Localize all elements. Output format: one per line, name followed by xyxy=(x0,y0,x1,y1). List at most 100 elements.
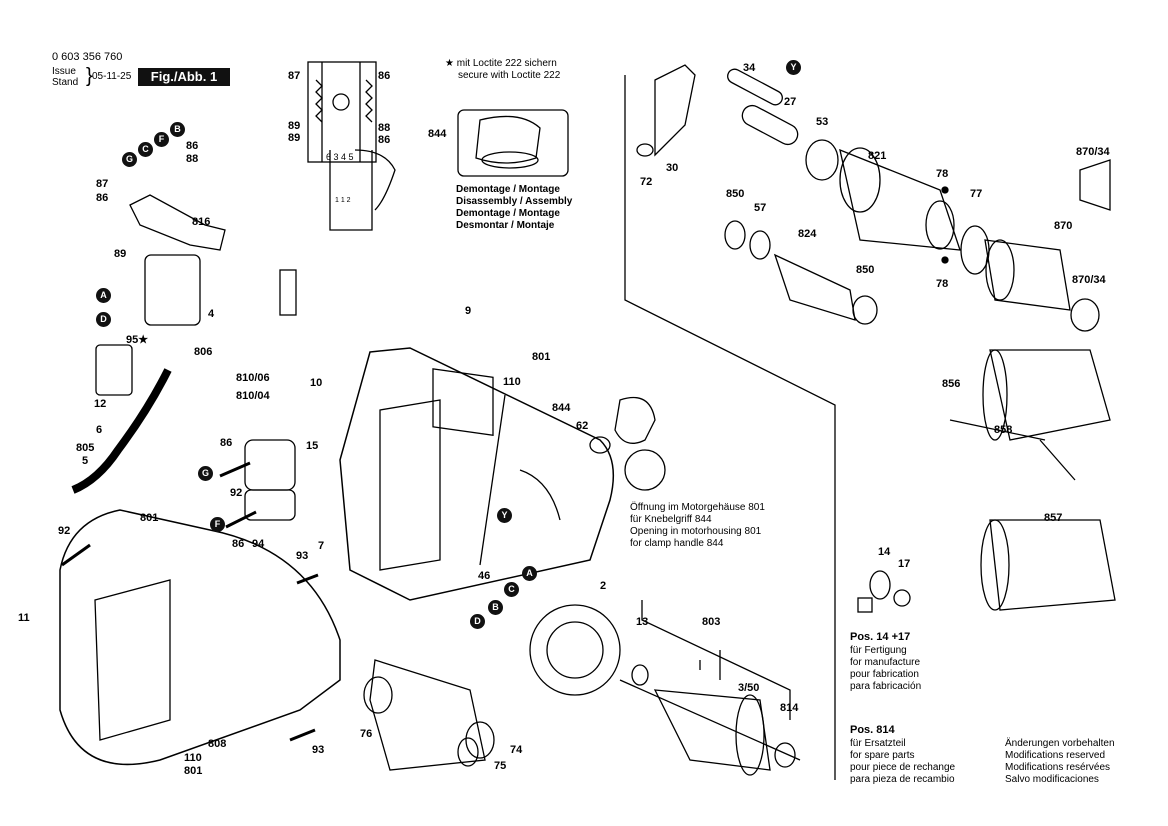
part-label: 53 xyxy=(816,116,829,128)
part-label: 78 xyxy=(936,168,949,180)
part-label: 3/50 xyxy=(738,682,760,694)
part-label: 86 xyxy=(232,538,245,550)
figure-title: Fig./Abb. 1 xyxy=(138,68,230,86)
gear-821 xyxy=(839,148,961,251)
assembly-note-4: Desmontar / Montaje xyxy=(456,220,555,231)
part-label: 15 xyxy=(306,440,319,452)
part-label: 5 xyxy=(82,455,89,467)
part-label: 72 xyxy=(640,176,653,188)
wire-badge: C xyxy=(138,142,153,157)
part-label: 850 xyxy=(726,188,745,200)
chuck-856 xyxy=(989,349,1111,441)
part-label: 76 xyxy=(360,728,373,740)
part-label: 87 xyxy=(96,178,109,190)
motorhousing-note-3: Opening in motorhousing 801 xyxy=(630,526,762,537)
pos-814-title: Pos. 814 xyxy=(850,724,895,736)
part-label: 87 xyxy=(288,70,301,82)
wire-badge: F xyxy=(210,517,225,532)
part-number: 0 603 356 760 xyxy=(52,51,123,63)
ring-77 xyxy=(960,225,990,275)
part-label: 858 xyxy=(994,424,1013,436)
part-label: 870/34 xyxy=(1076,146,1110,158)
chuck-870 xyxy=(984,239,1071,311)
loctite-note-de: ★ mit Loctite 222 sichern xyxy=(445,58,557,69)
part-label: 4 xyxy=(208,308,215,320)
wire-badge: Y xyxy=(497,508,512,523)
gear-824 xyxy=(773,253,856,321)
part-label: 92 xyxy=(58,525,71,537)
motor-housing xyxy=(339,347,615,601)
part-label: 808 xyxy=(208,738,227,750)
part-label: 93 xyxy=(312,744,325,756)
wire-badge: G xyxy=(122,152,137,167)
loctite-note-en: secure with Loctite 222 xyxy=(458,70,561,81)
part-label: 12 xyxy=(94,398,107,410)
part-label: 803 xyxy=(702,616,721,628)
part-label: 824 xyxy=(798,228,817,240)
motorhousing-note-2: für Knebelgriff 844 xyxy=(630,514,712,525)
pos-14-17-line2: for manufacture xyxy=(850,657,921,668)
modifications-en: Modifications reserved xyxy=(1005,750,1106,761)
part-label: 810/06 xyxy=(236,372,270,384)
part-label: 74 xyxy=(510,744,523,756)
part-label: 806 xyxy=(194,346,213,358)
wire-badge: F xyxy=(154,132,169,147)
pos-14-17-line4: para fabricación xyxy=(850,681,922,692)
motorhousing-note-4: for clamp handle 844 xyxy=(630,538,724,549)
wire-badge: B xyxy=(488,600,503,615)
chuck-857 xyxy=(989,519,1116,611)
wire-badge: Y xyxy=(786,60,801,75)
motorhousing-note-1: Öffnung im Motorgehäuse 801 xyxy=(630,502,765,513)
issue-date: 05-11-25 xyxy=(92,71,132,82)
part-label: 89 xyxy=(114,248,127,260)
part-label: 844 xyxy=(552,402,571,414)
schematic-switch-terminals: 1 1 2 xyxy=(335,197,351,204)
wire-badge: A xyxy=(96,288,111,303)
pos-814-line2: for spare parts xyxy=(850,750,915,761)
shaft-27 xyxy=(741,104,799,146)
pos-14-17-title: Pos. 14 +17 xyxy=(850,631,911,643)
part-label: 86 xyxy=(96,192,109,204)
brace-glyph: } xyxy=(86,65,93,87)
schematic-box xyxy=(307,61,377,163)
part-label: 870 xyxy=(1054,220,1073,232)
pos-814-line1: für Ersatzteil xyxy=(850,738,906,749)
gasket xyxy=(369,659,486,771)
part-870-34 xyxy=(1079,159,1111,211)
part-label: 857 xyxy=(1044,512,1063,524)
wire-badge: A xyxy=(522,566,537,581)
part-label: 86 xyxy=(378,134,391,146)
part-label: 17 xyxy=(898,558,911,570)
schematic-terminals: 6 3 4 5 xyxy=(326,152,354,162)
wire-badge: B xyxy=(170,122,185,137)
part-label: 89 xyxy=(288,120,301,132)
brush-holder-upper xyxy=(244,439,296,491)
nameplate xyxy=(432,368,494,437)
part-label: 86 xyxy=(378,70,391,82)
bearing-53 xyxy=(805,139,839,181)
part-label: 62 xyxy=(576,420,589,432)
part-label: 86 xyxy=(186,140,199,152)
part-label: 86 xyxy=(220,437,233,449)
tool-box xyxy=(457,109,569,177)
handle-housing xyxy=(59,509,341,766)
part-label: 57 xyxy=(754,202,767,214)
modifications-es: Salvo modificaciones xyxy=(1005,774,1099,785)
part-label: 6 xyxy=(96,424,103,436)
part-label: 75 xyxy=(494,760,507,772)
part-label: 94 xyxy=(252,538,265,550)
part-label: 801 xyxy=(184,765,203,777)
bracket-30 xyxy=(654,64,696,157)
part-label: 46 xyxy=(478,570,491,582)
part-label: 110 xyxy=(184,752,202,764)
part-label: 10 xyxy=(310,377,323,389)
part-label: 2 xyxy=(600,580,607,592)
pos-814-line4: para pieza de recambio xyxy=(850,774,955,785)
modifications-fr: Modifications resérvées xyxy=(1005,762,1111,773)
assembly-note-1: Demontage / Montage xyxy=(456,184,560,195)
capacitor xyxy=(95,344,133,396)
switch-lever xyxy=(129,194,226,251)
wire-badge: G xyxy=(198,466,213,481)
assembly-note-3: Demontage / Montage xyxy=(456,208,560,219)
